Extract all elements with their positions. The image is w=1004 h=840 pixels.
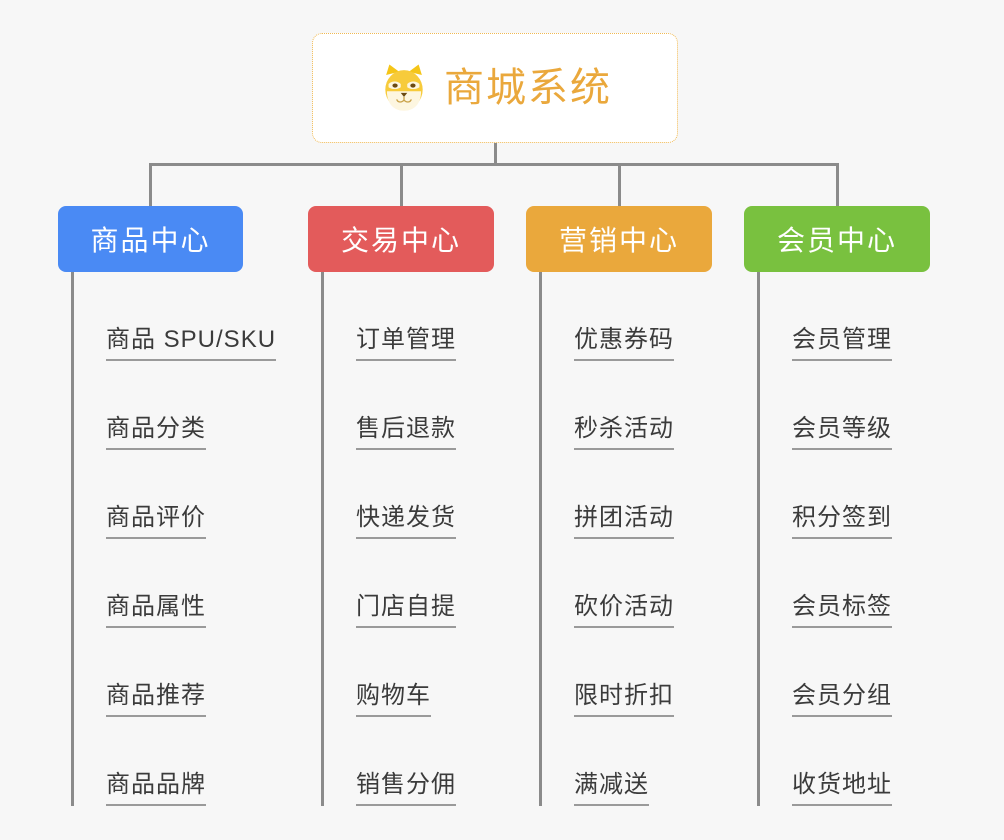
list-item[interactable]: 满减送 (542, 717, 712, 806)
leaf-label: 秒杀活动 (574, 415, 674, 450)
list-item[interactable]: 收货地址 (760, 717, 930, 806)
connector-drop-1 (149, 163, 152, 206)
list-item[interactable]: 购物车 (324, 628, 494, 717)
leaf-label: 商品品牌 (106, 771, 206, 806)
leaf-label: 快递发货 (356, 504, 456, 539)
leaf-label: 商品分类 (106, 415, 206, 450)
branch-header-label-4: 会员中心 (776, 225, 897, 256)
list-item[interactable]: 商品品牌 (74, 717, 276, 806)
branch-marketing-center: 营销中心 优惠券码 秒杀活动 拼团活动 砍价活动 限时折扣 满减送 (526, 206, 712, 806)
connector-drop-4 (836, 163, 839, 206)
list-item[interactable]: 售后退款 (324, 361, 494, 450)
connector-horizontal-bus (149, 163, 839, 166)
list-item[interactable]: 会员管理 (760, 272, 930, 361)
leaf-label: 积分签到 (792, 504, 892, 539)
shiba-dog-icon (385, 64, 423, 111)
branch-header-2[interactable]: 交易中心 (308, 206, 494, 272)
leaf-label: 拼团活动 (574, 504, 674, 539)
leaf-label: 会员管理 (792, 326, 892, 361)
branch-trade-center: 交易中心 订单管理 售后退款 快递发货 门店自提 购物车 销售分佣 (308, 206, 494, 806)
leaf-label: 购物车 (356, 682, 431, 717)
branch-header-1[interactable]: 商品中心 (58, 206, 243, 272)
branch-member-center: 会员中心 会员管理 会员等级 积分签到 会员标签 会员分组 收货地址 (744, 206, 930, 806)
list-item[interactable]: 快递发货 (324, 450, 494, 539)
leaf-label: 销售分佣 (356, 771, 456, 806)
branch-header-4[interactable]: 会员中心 (744, 206, 930, 272)
leaf-list-1: 商品 SPU/SKU 商品分类 商品评价 商品属性 商品推荐 商品品牌 (71, 272, 277, 806)
list-item[interactable]: 会员标签 (760, 539, 930, 628)
leaf-label: 门店自提 (356, 593, 456, 628)
list-item[interactable]: 商品分类 (74, 361, 276, 450)
leaf-label: 订单管理 (356, 326, 456, 361)
leaf-label: 会员标签 (792, 593, 892, 628)
leaf-label: 优惠券码 (574, 326, 674, 361)
leaf-label: 满减送 (574, 771, 649, 806)
leaf-label: 商品推荐 (106, 682, 206, 717)
list-item[interactable]: 优惠券码 (542, 272, 712, 361)
list-item[interactable]: 销售分佣 (324, 717, 494, 806)
leaf-label: 砍价活动 (574, 593, 674, 628)
branch-header-label-2: 交易中心 (340, 225, 461, 256)
list-item[interactable]: 砍价活动 (542, 539, 712, 628)
connector-drop-2 (400, 163, 403, 206)
leaf-label: 商品属性 (106, 593, 206, 628)
list-item[interactable]: 限时折扣 (542, 628, 712, 717)
list-item[interactable]: 会员等级 (760, 361, 930, 450)
leaf-label: 商品 SPU/SKU (106, 326, 277, 361)
leaf-label: 会员等级 (792, 415, 892, 450)
leaf-list-3: 优惠券码 秒杀活动 拼团活动 砍价活动 限时折扣 满减送 (539, 272, 712, 806)
list-item[interactable]: 拼团活动 (542, 450, 712, 539)
list-item[interactable]: 商品推荐 (74, 628, 276, 717)
branch-header-label-3: 营销中心 (558, 225, 679, 256)
list-item[interactable]: 商品 SPU/SKU (74, 272, 277, 361)
branch-header-3[interactable]: 营销中心 (526, 206, 712, 272)
list-item[interactable]: 订单管理 (324, 272, 494, 361)
list-item[interactable]: 商品评价 (74, 450, 276, 539)
branch-header-label-1: 商品中心 (90, 225, 211, 256)
leaf-list-4: 会员管理 会员等级 积分签到 会员标签 会员分组 收货地址 (757, 272, 930, 806)
branch-product-center: 商品中心 商品 SPU/SKU 商品分类 商品评价 商品属性 商品推荐 商品品牌 (58, 206, 277, 806)
leaf-label: 商品评价 (106, 504, 206, 539)
leaf-label: 限时折扣 (574, 682, 674, 717)
leaf-list-2: 订单管理 售后退款 快递发货 门店自提 购物车 销售分佣 (321, 272, 494, 806)
list-item[interactable]: 商品属性 (74, 539, 276, 628)
list-item[interactable]: 会员分组 (760, 628, 930, 717)
list-item[interactable]: 积分签到 (760, 450, 930, 539)
list-item[interactable]: 秒杀活动 (542, 361, 712, 450)
root-title: 商城系统 (444, 66, 612, 110)
connector-root-stem (494, 143, 497, 165)
list-item[interactable]: 门店自提 (324, 539, 494, 628)
leaf-label: 会员分组 (792, 682, 892, 717)
root-node[interactable]: 商城系统 (312, 33, 678, 143)
leaf-label: 售后退款 (356, 415, 456, 450)
connector-drop-3 (618, 163, 621, 206)
leaf-label: 收货地址 (792, 771, 892, 806)
